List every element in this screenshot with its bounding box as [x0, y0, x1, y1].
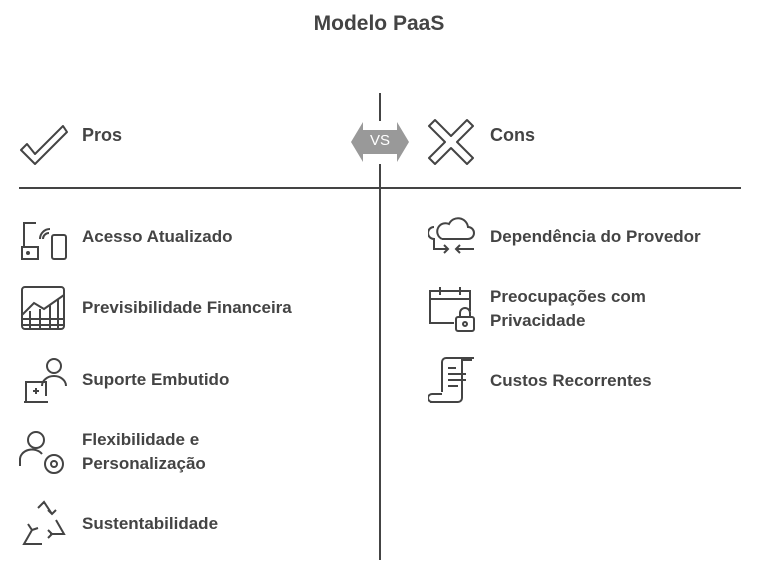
user-gear-icon: [18, 428, 68, 478]
vs-label: VS: [369, 132, 390, 149]
recycle-icon: [20, 500, 68, 548]
vs-badge: VS: [351, 120, 409, 164]
vertical-divider-bottom: [379, 164, 381, 560]
pros-item-label: Sustentabilidade: [82, 514, 219, 533]
diagram-title: Modelo PaaS: [313, 12, 445, 35]
horizontal-divider: [19, 187, 741, 189]
user-support-icon: [20, 356, 70, 404]
cons-item-label: Preocupações com Privacidade: [490, 287, 646, 330]
pros-item-label: Acesso Atualizado: [82, 227, 233, 246]
cloud-exchange-icon: [428, 213, 476, 261]
check-icon: [19, 122, 69, 168]
cons-item-label: Custos Recorrentes: [490, 371, 652, 390]
pros-item-label: Suporte Embutido: [82, 370, 230, 389]
cons-heading: Cons: [490, 125, 535, 145]
cons-item-label: Dependência do Provedor: [490, 227, 701, 246]
x-icon: [427, 118, 475, 166]
pros-item-label: Flexibilidade e Personalização: [82, 430, 206, 473]
chart-grid-icon: [20, 285, 66, 331]
devices-wifi-icon: [20, 213, 68, 261]
pros-item-label: Previsibilidade Financeira: [82, 298, 292, 317]
pros-heading: Pros: [82, 125, 123, 145]
vertical-divider-top: [379, 93, 381, 121]
calendar-lock-icon: [428, 285, 476, 333]
receipt-icon: [428, 356, 476, 404]
